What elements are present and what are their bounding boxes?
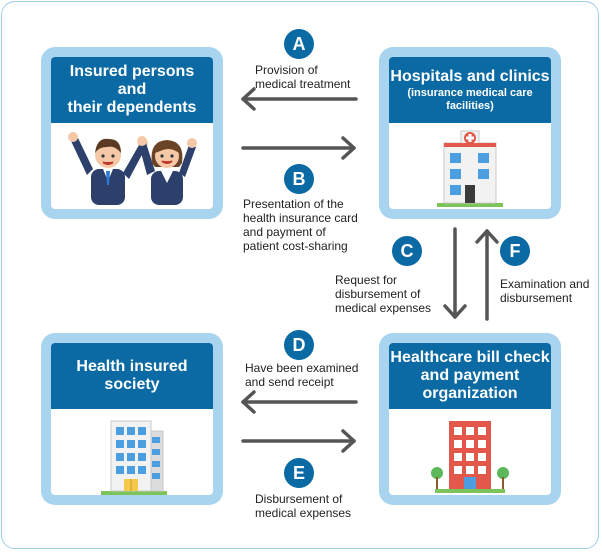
card-payment-organization: Healthcare bill check and payment organi… — [379, 333, 561, 505]
card-insured-persons: Insured persons and their dependents — [41, 47, 223, 219]
label-b: Presentation of the health insurance car… — [243, 197, 358, 253]
card-header: Health insured society — [51, 343, 213, 409]
badge-a: A — [284, 29, 314, 59]
label-d: Have been examined and send receipt — [245, 361, 359, 389]
card-title-society: Health insured society — [76, 358, 188, 393]
hospital-building-icon — [437, 130, 503, 207]
card-hospitals-clinics: Hospitals and clinics (insurance medical… — [379, 47, 561, 219]
insured-people-icon — [68, 132, 197, 205]
label-f: Examination and disbursement — [500, 277, 590, 305]
card-title-organization: Healthcare bill check and payment organi… — [390, 349, 550, 402]
card-title-insured: Insured persons and their dependents — [67, 63, 197, 116]
card-header: Insured persons and their dependents — [51, 57, 213, 123]
badge-e: E — [284, 458, 314, 488]
card-title-hospitals: Hospitals and clinics — [390, 67, 550, 85]
badge-c: C — [392, 236, 422, 266]
card-subtitle-hospitals: (insurance medical care facilities) — [407, 86, 533, 112]
label-e: Disbursement of medical expenses — [255, 492, 352, 520]
badge-d: D — [284, 330, 314, 360]
card-header: Healthcare bill check and payment organi… — [389, 343, 551, 409]
payment-organization-building-icon — [431, 421, 509, 493]
label-a: Provision of medical treatment — [255, 63, 351, 91]
card-health-insured-society: Health insured society — [41, 333, 223, 505]
card-header: Hospitals and clinics (insurance medical… — [389, 57, 551, 123]
office-building-icon — [101, 420, 167, 495]
label-c: Request for disbursement of medical expe… — [335, 273, 432, 315]
badge-b: B — [284, 164, 314, 194]
badge-f: F — [500, 236, 530, 266]
